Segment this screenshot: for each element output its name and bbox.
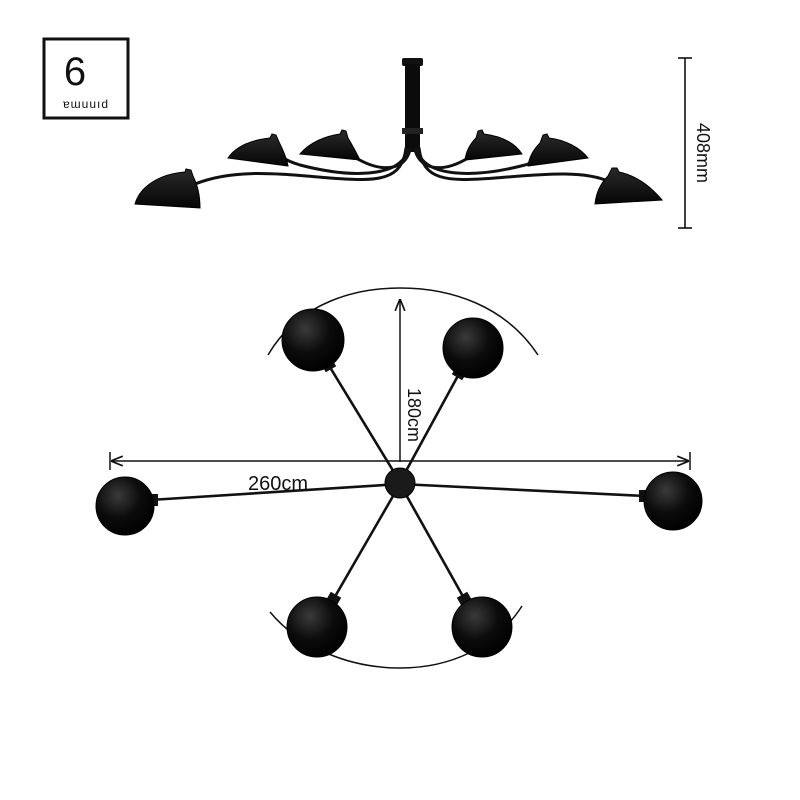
shade-far-left xyxy=(134,168,201,209)
plan-view: 180cm 260cm xyxy=(95,287,703,669)
globe-bottom-left xyxy=(286,596,348,658)
depth-label: 180cm xyxy=(404,388,424,442)
center-rod xyxy=(405,64,420,152)
plan-arm-bottom-left xyxy=(331,482,402,602)
side-view xyxy=(134,58,664,209)
center-hub xyxy=(384,467,416,499)
globe-bottom-right xyxy=(451,596,513,658)
plan-arm-left xyxy=(148,482,402,502)
bulb-count-badge: 6 ɐɯuuıd xyxy=(42,37,130,120)
plan-arm-bottom-right xyxy=(398,482,467,602)
width-label: 260cm xyxy=(248,473,308,495)
shade-far-right xyxy=(594,167,664,205)
plan-arm-right xyxy=(398,482,647,498)
shade-inner-right xyxy=(464,129,523,161)
shade-mid-right xyxy=(527,133,589,167)
height-label: 408mm xyxy=(693,123,713,183)
plan-arm-top-right xyxy=(398,370,462,484)
globe-top-left xyxy=(281,308,345,372)
bulb-count: 6 xyxy=(64,50,86,94)
arm-far-right xyxy=(417,146,612,184)
bulb-count-caption: ɐɯuuıd xyxy=(63,97,109,111)
shade-inner-left xyxy=(299,129,361,161)
plan-arm-top-left xyxy=(326,362,402,484)
globe-top-right xyxy=(442,317,504,379)
globe-right xyxy=(643,471,703,531)
globe-left xyxy=(95,476,155,536)
height-dimension xyxy=(678,57,692,229)
arm-far-left xyxy=(193,146,408,186)
shade-mid-left xyxy=(227,133,289,167)
arm-inner-left xyxy=(354,148,412,170)
